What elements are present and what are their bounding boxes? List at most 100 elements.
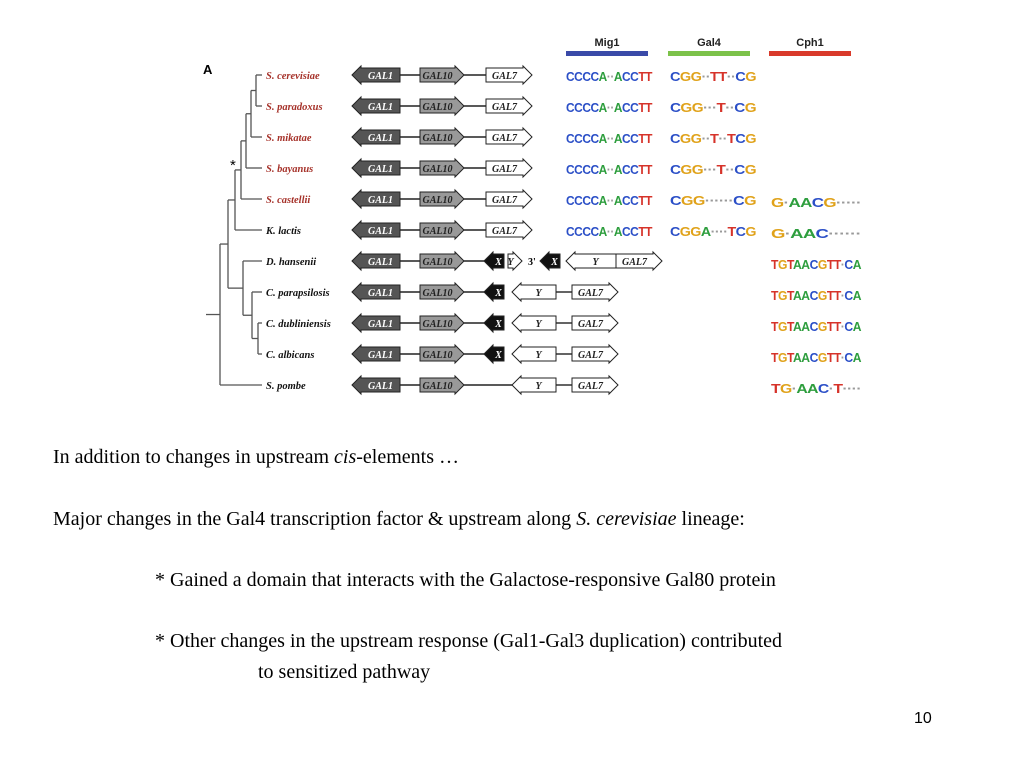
cph1-motif-logo: TGTAACGTT·CA: [771, 288, 862, 303]
gene-arrow-gal10: [419, 157, 465, 179]
gene-label: Y: [535, 319, 542, 330]
gene-arrow-gal10: [419, 250, 465, 272]
logo-letter: A: [796, 381, 808, 396]
logo-letter: ·: [711, 224, 715, 239]
logo-letter: G: [690, 224, 701, 239]
mig1-motif-logo: CCCCA··ACCTT: [566, 162, 653, 177]
logo-letter: A: [853, 288, 862, 303]
logo-letter: G: [778, 288, 787, 303]
logo-letter: C: [735, 69, 746, 84]
logo-letter: ·: [728, 193, 733, 208]
three-prime-label: 3': [528, 257, 536, 268]
phylogenetic-tree: [206, 74, 262, 386]
logo-letter: A: [801, 288, 810, 303]
logo-letter: C: [622, 193, 631, 208]
logo-letter: ·: [607, 69, 611, 84]
gene-label: GAL7: [492, 133, 518, 144]
logo-letter: A: [800, 195, 813, 210]
logo-letter: ·: [723, 224, 727, 239]
logo-letter: T: [638, 131, 645, 146]
logo-letter: G: [680, 162, 692, 177]
gene-label: Y: [535, 381, 542, 392]
logo-letter: ·: [725, 100, 730, 115]
gene-label: Y: [535, 350, 542, 361]
logo-letter: T: [833, 381, 843, 396]
logo-letter: ·: [785, 226, 790, 241]
motif-header-cph1: Cph1: [796, 37, 824, 49]
logo-letter: T: [710, 69, 719, 84]
logo-letter: C: [574, 131, 583, 146]
gene-label: GAL10: [423, 288, 453, 299]
logo-letter: ·: [719, 224, 723, 239]
gene-label: GAL7: [578, 350, 604, 361]
motif-header-gal4: Gal4: [697, 37, 722, 49]
gene-label: GAL10: [423, 226, 453, 237]
logo-letter: A: [599, 162, 608, 177]
logo-letter: G: [691, 131, 702, 146]
logo-letter: C: [566, 162, 575, 177]
logo-letter: T: [638, 162, 645, 177]
node-marker-asterisk: *: [230, 157, 236, 174]
logo-letter: G: [681, 193, 693, 208]
logo-letter: T: [645, 162, 652, 177]
gene-label: GAL10: [423, 381, 453, 392]
gene-label: GAL7: [492, 195, 518, 206]
line1-text-end: -elements …: [356, 446, 460, 468]
logo-letter: C: [590, 100, 599, 115]
gene-arrow-gal7: [485, 64, 533, 86]
gene-label: GAL10: [423, 350, 453, 361]
gene-label: GAL7: [492, 226, 518, 237]
logo-letter: C: [844, 319, 853, 334]
gene-arrow-y: [511, 374, 557, 396]
bullet-upstream-changes: * Other changes in the upstream response…: [155, 630, 783, 652]
logo-letter: ·: [828, 226, 833, 241]
logo-letter: T: [834, 288, 841, 303]
logo-letter: C: [630, 131, 639, 146]
gene-arrow-gal10: [419, 281, 465, 303]
logo-letter: G: [818, 288, 827, 303]
logo-letter: C: [815, 226, 829, 241]
logo-letter: ·: [856, 226, 861, 241]
logo-letter: A: [801, 319, 810, 334]
species-name: S. paradoxus: [266, 102, 323, 113]
logo-letter: C: [622, 131, 631, 146]
logo-letter: C: [622, 224, 631, 239]
species-name: D. hansenii: [265, 257, 316, 268]
logo-letter: C: [582, 131, 591, 146]
logo-letter: A: [793, 319, 802, 334]
bullet-upstream-changes-cont: to sensitized pathway: [258, 661, 431, 683]
logo-letter: G: [692, 162, 704, 177]
logo-letter: ·: [852, 381, 857, 396]
logo-letter: ·: [706, 131, 710, 146]
logo-letter: C: [590, 224, 599, 239]
logo-letter: C: [670, 224, 681, 239]
logo-letter: ·: [607, 193, 611, 208]
logo-letter: ·: [731, 69, 735, 84]
logo-letter: A: [614, 131, 623, 146]
logo-letter: T: [834, 350, 841, 365]
line-cis-elements: In addition to changes in upstream cis-e…: [53, 446, 459, 469]
line2-text-end: lineage:: [676, 508, 745, 530]
logo-letter: A: [701, 224, 712, 239]
line1-text-start: In addition to changes in upstream: [53, 446, 335, 468]
logo-letter: C: [574, 69, 583, 84]
species-name: C. albicans: [266, 350, 314, 361]
logo-letter: C: [622, 162, 631, 177]
logo-letter: G: [780, 381, 792, 396]
logo-letter: ·: [607, 100, 611, 115]
motif-header-bar: [566, 51, 648, 56]
gene-arrow-gal10: [419, 126, 465, 148]
logo-letter: ·: [730, 100, 735, 115]
logo-letter: ·: [610, 100, 614, 115]
logo-letter: C: [590, 69, 599, 84]
logo-letter: ·: [705, 193, 710, 208]
logo-letter: C: [582, 224, 591, 239]
